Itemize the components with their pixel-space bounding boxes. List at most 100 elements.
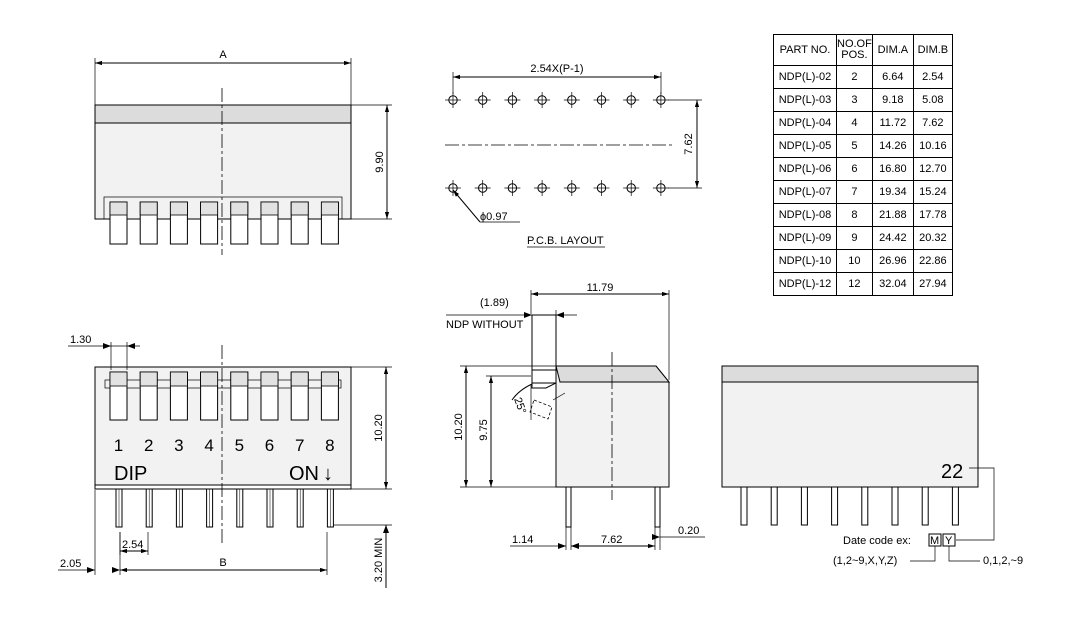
rear-view-cap (721, 365, 979, 383)
header-dim-a: DIM.A (871, 34, 914, 66)
cell-dim-a: 21.88 (871, 203, 914, 227)
cell-dim-a: 26.96 (871, 249, 914, 273)
table-header-row: PART NO. NO.OF POS. DIM.A DIM.B (773, 34, 953, 66)
side-762-label: 7.62 (601, 534, 622, 546)
dim-990-label: 9.90 (374, 151, 386, 172)
pcb-hole (593, 92, 610, 108)
pcb-hole (623, 92, 640, 108)
rear-pin (740, 486, 748, 526)
pcb-hole (593, 180, 610, 196)
ndp-without-label: NDP WITHOUT (446, 319, 524, 331)
top-view-actuator-frame (103, 196, 343, 220)
cell-positions: 9 (836, 226, 873, 250)
cell-dim-a: 9.18 (871, 88, 914, 112)
dim-b-label: B (219, 557, 226, 569)
dim-1020-label: 10.20 (373, 414, 385, 442)
side-view: 25° 11.79 (1.89) NDP WITHOUT 10.20 9.75 … (446, 282, 705, 550)
cell-positions: 8 (836, 203, 873, 227)
switch-number: 2 (144, 436, 153, 455)
cell-dim-a: 6.64 (871, 65, 914, 89)
cell-dim-b: 20.32 (912, 226, 953, 250)
cell-positions: 6 (836, 157, 873, 181)
pcb-hole (445, 92, 461, 108)
year-values-label: 0,1,2,~9 (983, 555, 1023, 567)
top-view-body (94, 122, 352, 220)
front-view-base (94, 484, 352, 490)
date-code-label: Date code ex: (843, 535, 911, 547)
cell-positions: 3 (836, 88, 873, 112)
side-pin-left (565, 486, 572, 528)
cell-dim-b: 15.24 (912, 180, 953, 204)
dim-a-label: A (219, 49, 227, 61)
pitch-label: 2.54X(P-1) (530, 63, 583, 75)
pcb-hole (504, 92, 521, 108)
switch-number: 8 (325, 436, 334, 455)
top-view-cap (94, 104, 352, 124)
rear-view: 22 Date code ex: M Y (1,2~9,X,Y,Z) 0,1,2… (721, 365, 1023, 567)
cell-dim-a: 24.42 (871, 226, 914, 250)
header-dim-b: DIM.B (912, 34, 953, 66)
top-view-levers (109, 201, 339, 245)
cell-part-no: NDP(L)-02 (773, 65, 837, 89)
cell-part-no: NDP(L)-12 (773, 272, 837, 296)
side-view-lever (531, 314, 557, 384)
hole-dia-label: ϕ0.97 (480, 211, 508, 223)
dim-114-label: 1.14 (512, 534, 533, 546)
rear-pin (861, 486, 869, 526)
cell-part-no: NDP(L)-05 (773, 134, 837, 158)
cell-positions: 12 (836, 272, 873, 296)
side-975-label: 9.75 (478, 419, 490, 440)
rear-pin (891, 486, 899, 526)
pcb-hole (474, 92, 491, 108)
front-view-pins (115, 488, 334, 528)
date-m-label: M (930, 535, 939, 547)
cell-part-no: NDP(L)-09 (773, 226, 837, 250)
rear-pin (800, 486, 808, 526)
pcb-holes (445, 92, 669, 196)
switch-number: 1 (114, 436, 123, 455)
pcb-hole (563, 92, 580, 108)
cell-positions: 4 (836, 111, 873, 135)
rear-view-body (721, 381, 979, 488)
pcb-layout: 2.54X(P-1) 7.62 ϕ0.97 P.C.B. LAYOUT (445, 63, 702, 248)
cell-positions: 10 (836, 249, 873, 273)
cell-dim-a: 19.34 (871, 180, 914, 204)
side-pin-right (654, 486, 661, 528)
on-arrow-icon: ↓ (323, 463, 333, 485)
pcb-hole (623, 180, 640, 196)
pcb-hole (652, 92, 669, 108)
switch-number: 6 (265, 436, 274, 455)
cell-dim-b: 12.70 (912, 157, 953, 181)
dim-020-label: 0.20 (678, 525, 699, 537)
dim-205-label: 2.05 (60, 558, 81, 570)
pcb-hole (534, 92, 551, 108)
pcb-layout-title: P.C.B. LAYOUT (527, 235, 604, 247)
switch-number: 3 (174, 436, 183, 455)
row-spacing-label: 7.62 (683, 133, 695, 154)
side-1020-label: 10.20 (453, 413, 465, 441)
part-spec-table: PART NO. NO.OF POS. DIM.A DIM.B NDP(L)-0… (773, 34, 953, 296)
dip-label: DIP (114, 463, 147, 485)
cell-dim-b: 5.08 (912, 88, 953, 112)
cell-dim-b: 22.86 (912, 249, 953, 273)
cell-dim-a: 14.26 (871, 134, 914, 158)
date-y-label: Y (945, 535, 953, 547)
switch-number: 4 (204, 436, 213, 455)
on-label: ON (289, 463, 319, 485)
rear-pin (831, 486, 839, 526)
front-view-rail (104, 379, 342, 389)
cell-positions: 5 (836, 134, 873, 158)
rear-pin (770, 486, 778, 526)
cell-dim-b: 7.62 (912, 111, 953, 135)
marking-label: 22 (941, 461, 963, 483)
cell-dim-a: 11.72 (871, 111, 914, 135)
